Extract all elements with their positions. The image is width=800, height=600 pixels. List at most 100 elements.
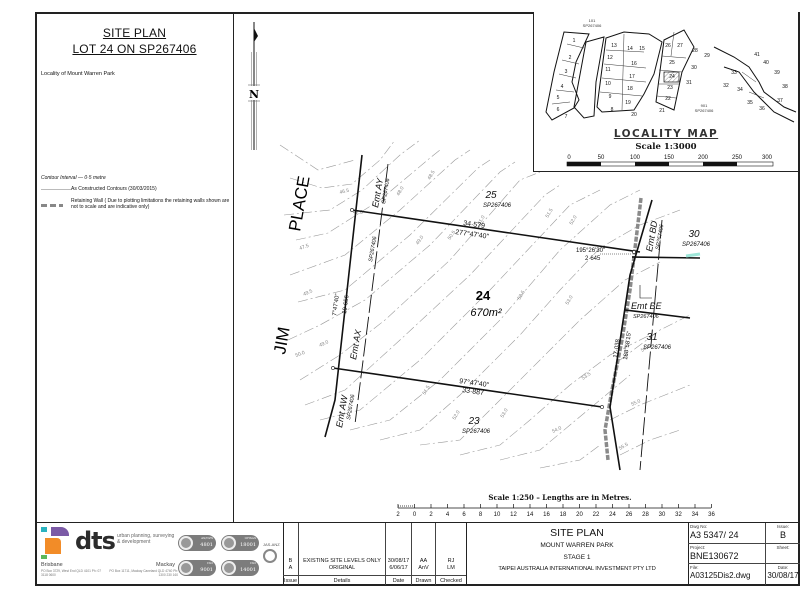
svg-text:17·038: 17·038: [613, 338, 622, 358]
plan-subtitle: LOT 24 ON SP267406: [72, 42, 197, 56]
rev-col-issue: B A Issue: [283, 523, 299, 585]
svg-text:49.5: 49.5: [302, 288, 314, 298]
svg-text:SP267406: SP267406: [682, 242, 711, 248]
locality-scale-bar: [566, 161, 774, 167]
svg-text:11: 11: [605, 67, 610, 73]
svg-text:50.0: 50.0: [295, 350, 306, 359]
easement-lines: [354, 163, 663, 471]
svg-text:34: 34: [692, 512, 699, 518]
street-name-jim: JIM: [270, 325, 293, 355]
retaining-wall: [603, 197, 643, 461]
locality-text: Locality of Mount Warren Park: [41, 71, 115, 77]
dts-logo: dts urban planning, surveying & developm…: [41, 527, 280, 577]
svg-text:32: 32: [675, 512, 682, 518]
company-name: dts: [75, 527, 116, 555]
company-logo-block: dts urban planning, surveying & developm…: [35, 523, 284, 585]
locality-map-title: LOCALITY MAP: [613, 128, 719, 140]
svg-text:2: 2: [429, 512, 433, 518]
svg-text:18: 18: [627, 86, 633, 92]
legend-item-contours: As Constructed Contours (30/03/2015): [41, 186, 231, 192]
dwg-no-cell: Dwg No: A3 5347/ 24: [688, 523, 766, 544]
marker-icon: [685, 252, 701, 258]
svg-text:47.0: 47.0: [353, 210, 363, 216]
svg-text:4: 4: [561, 84, 564, 90]
svg-text:23: 23: [667, 85, 673, 91]
locality-parcel-labels: 101 SP267406 901 SP267406: [583, 18, 714, 113]
svg-text:29: 29: [704, 53, 710, 59]
svg-text:SP267406: SP267406: [695, 108, 714, 113]
project-cell: Project: BNE130672: [688, 544, 766, 564]
svg-text:30: 30: [691, 65, 697, 71]
svg-text:SP267406: SP267406: [655, 223, 666, 250]
title-block: dts urban planning, surveying & developm…: [35, 522, 800, 586]
svg-text:51.5: 51.5: [422, 384, 432, 396]
svg-text:22: 22: [665, 96, 671, 102]
locality-map-drawing: 1 2 3 4 5 6 7 8 9 10 11 12 13 14 15 16 1…: [545, 18, 797, 167]
svg-text:34·579: 34·579: [463, 220, 486, 230]
svg-text:N: N: [249, 88, 259, 101]
svg-text:41: 41: [754, 52, 760, 58]
plan-title: SITE PLAN: [102, 26, 167, 40]
svg-text:35: 35: [747, 100, 753, 106]
svg-text:53.5: 53.5: [581, 371, 593, 382]
svg-text:52.0: 52.0: [569, 214, 579, 226]
legend: Contour Interval — 0·5 metre As Construc…: [41, 175, 231, 210]
svg-text:31: 31: [646, 332, 657, 343]
svg-text:40: 40: [763, 60, 769, 66]
svg-text:26: 26: [665, 43, 671, 49]
scale-bar: [398, 505, 711, 509]
svg-text:36: 36: [759, 106, 765, 112]
svg-text:9: 9: [609, 94, 612, 100]
neighbour-lot-labels: 25 SP267406 30 SP267406 31 SP267406 23 S…: [462, 190, 711, 435]
svg-text:25: 25: [669, 60, 675, 66]
svg-text:33: 33: [731, 70, 737, 76]
svg-text:10: 10: [494, 512, 501, 518]
svg-text:3: 3: [565, 69, 568, 75]
svg-text:30: 30: [688, 229, 700, 240]
lot-boundaries: [324, 154, 701, 471]
svg-text:51.0: 51.0: [477, 214, 487, 226]
lot-24-label: 24 670m²: [470, 288, 502, 319]
svg-text:17: 17: [629, 74, 635, 80]
svg-text:901: 901: [701, 103, 708, 108]
svg-text:30: 30: [659, 512, 666, 518]
drawing-info-block: Dwg No: A3 5347/ 24 Issue: B Project: BN…: [688, 523, 800, 585]
svg-text:48.0: 48.0: [396, 185, 406, 197]
rev-col-date: 30/08/17 6/06/17 Date: [386, 523, 412, 585]
rev-col-drawn: AA AnV Drawn: [412, 523, 436, 585]
svg-text:46.5: 46.5: [339, 188, 350, 196]
svg-text:101: 101: [589, 18, 596, 23]
svg-text:39: 39: [774, 70, 780, 76]
svg-text:100: 100: [630, 155, 641, 161]
svg-text:7: 7: [565, 114, 568, 120]
drawing-title: SITE PLAN: [550, 527, 604, 539]
svg-text:24: 24: [476, 288, 491, 303]
svg-text:37: 37: [777, 98, 783, 104]
svg-text:12: 12: [607, 55, 613, 61]
svg-text:250: 250: [732, 155, 743, 161]
svg-text:SP267406: SP267406: [643, 345, 672, 351]
dts-mark-icon: [41, 527, 69, 559]
svg-text:51.5: 51.5: [545, 207, 555, 219]
svg-text:670m²: 670m²: [470, 307, 502, 319]
svg-text:0: 0: [413, 512, 417, 518]
svg-text:18: 18: [560, 512, 567, 518]
sheet-cell: Sheet:: [766, 544, 800, 564]
svg-text:50.5: 50.5: [447, 230, 458, 242]
date-cell: Date: 30/08/17: [767, 565, 799, 580]
svg-text:48.5: 48.5: [427, 169, 437, 181]
svg-text:26: 26: [626, 512, 633, 518]
scale-bar-title: Scale 1:250 – Lengths are in Metres.: [488, 493, 632, 502]
svg-text:32: 32: [723, 83, 729, 89]
svg-text:19: 19: [625, 100, 631, 106]
street-name-place: PLACE: [285, 174, 313, 232]
svg-text:13: 13: [611, 43, 617, 49]
svg-text:1: 1: [573, 38, 576, 44]
svg-text:20: 20: [576, 512, 583, 518]
svg-text:16: 16: [543, 512, 550, 518]
svg-text:200: 200: [698, 155, 709, 161]
locality-scale-ticks: 0 50 100 150 200 250 300: [567, 155, 772, 161]
svg-text:SP267406: SP267406: [633, 314, 660, 320]
